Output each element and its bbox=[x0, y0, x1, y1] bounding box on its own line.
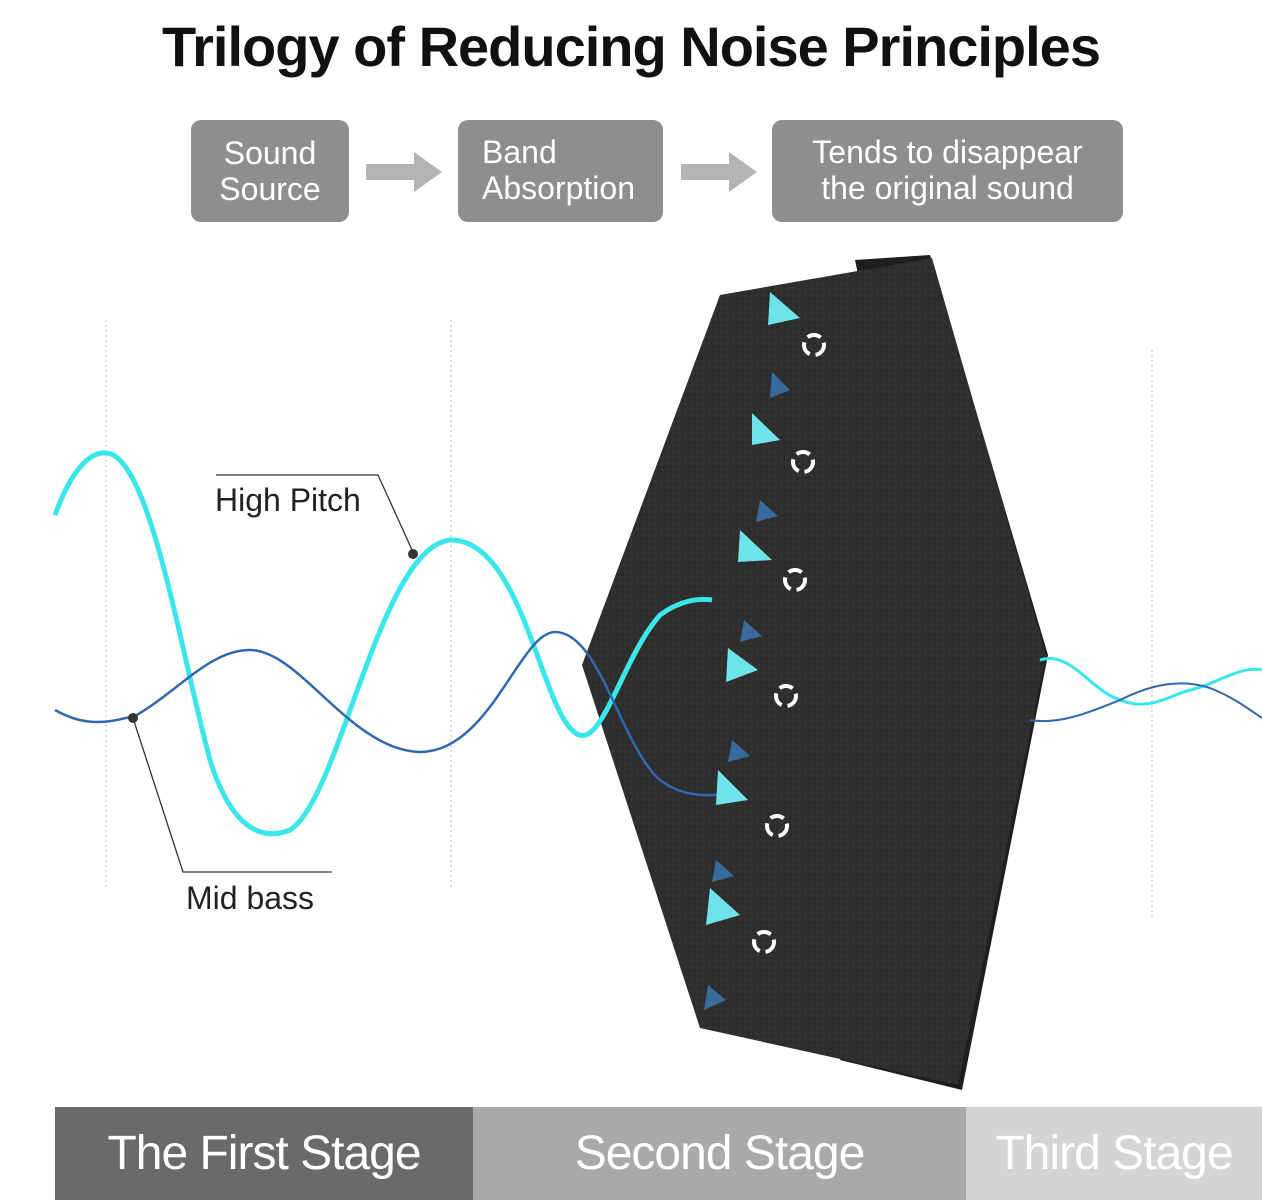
flow-step-line: Tends to disappear bbox=[812, 134, 1083, 170]
high-pitch-leader-line bbox=[216, 474, 414, 553]
arrow-right-icon bbox=[366, 152, 442, 192]
flow-step-line: Source bbox=[219, 171, 321, 207]
mid-bass-leader-line bbox=[132, 717, 332, 873]
page-title: Trilogy of Reducing Noise Principles bbox=[162, 15, 1101, 78]
high-pitch-label: High Pitch bbox=[215, 482, 361, 518]
flow-step-line: Band bbox=[482, 134, 557, 170]
mid-bass-wave-attenuated bbox=[1029, 682, 1262, 722]
flow-step-line: the original sound bbox=[821, 170, 1074, 206]
absorption-arrows bbox=[706, 292, 800, 925]
mid-bass-wave bbox=[54, 630, 721, 797]
stage-third: Third Stage bbox=[966, 1107, 1262, 1200]
absorption-arrows-dark bbox=[704, 372, 790, 1010]
high-pitch-wave bbox=[52, 450, 713, 837]
foam-panel bbox=[582, 258, 1046, 1085]
flow-step-sound-disappears: Tends to disappear the original sound bbox=[772, 120, 1123, 222]
stage-first: The First Stage bbox=[55, 1107, 473, 1200]
high-pitch-dot bbox=[408, 549, 418, 559]
mid-bass-dot bbox=[128, 713, 138, 723]
noise-reduction-diagram bbox=[52, 255, 1262, 1090]
flow-step-line: Absorption bbox=[482, 170, 635, 206]
mid-bass-label: Mid bass bbox=[186, 880, 315, 916]
flow-step-sound-source: Sound Source bbox=[191, 120, 349, 222]
high-pitch-wave-attenuated bbox=[1039, 656, 1262, 706]
flow-step-line: Sound bbox=[223, 135, 317, 171]
stage-second: Second Stage bbox=[473, 1107, 966, 1200]
flow-step-band-absorption: Band Absorption bbox=[458, 120, 663, 222]
arrow-right-icon bbox=[681, 152, 757, 192]
swirl-icons bbox=[752, 333, 826, 954]
